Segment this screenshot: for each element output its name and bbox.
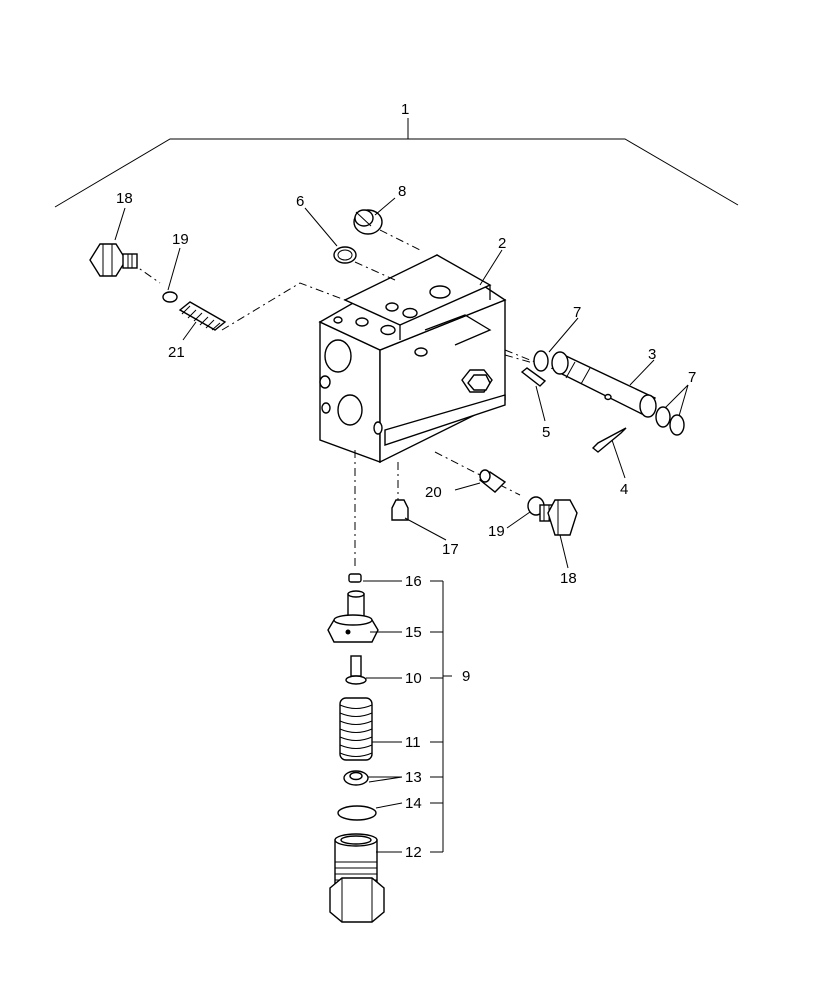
- callout-4: 4: [620, 481, 628, 498]
- o-ring-7-right-a: [655, 406, 671, 428]
- o-ring-7-right-b: [669, 414, 685, 436]
- housing-12: [329, 833, 385, 923]
- callout-1: 1: [401, 101, 409, 118]
- o-ring-14: [337, 805, 377, 821]
- callout-19a: 19: [172, 231, 189, 248]
- callout-18a: 18: [116, 190, 133, 207]
- callout-labels: 1 2 3 4 5 6 7 7 8 9 10 11 12 13 14 15 16…: [116, 101, 696, 861]
- hex-plug-upper: [89, 243, 138, 277]
- plug-8: [353, 209, 383, 235]
- hex-plug-lower: [539, 499, 578, 536]
- plug-17: [391, 499, 409, 521]
- poppet-10: [345, 655, 367, 685]
- callout-10: 10: [405, 670, 422, 687]
- roll-pin-4: [591, 427, 627, 453]
- callout-12: 12: [405, 844, 422, 861]
- callout-19b: 19: [488, 523, 505, 540]
- callout-18b: 18: [560, 570, 577, 587]
- callout-16: 16: [405, 573, 422, 590]
- washers-13: [343, 770, 369, 786]
- seat-15: [327, 590, 379, 643]
- o-ring-7-left: [533, 350, 549, 372]
- assembly-bracket: [54, 118, 739, 208]
- spool-3: [551, 351, 657, 418]
- o-ring-upper: [162, 291, 178, 303]
- clip-ring: [333, 246, 357, 264]
- spring-11: [339, 697, 373, 761]
- callout-7b: 7: [688, 369, 696, 386]
- valve-body: [318, 254, 507, 464]
- callout-15: 15: [405, 624, 422, 641]
- callout-8: 8: [398, 183, 406, 200]
- callout-7a: 7: [573, 304, 581, 321]
- ball-16: [348, 573, 362, 583]
- callout-20: 20: [425, 484, 442, 501]
- leader-lines: [114, 197, 689, 853]
- callout-11: 11: [405, 734, 421, 751]
- callout-9: 9: [462, 668, 470, 685]
- callout-3: 3: [648, 346, 656, 363]
- pin-5: [520, 367, 547, 387]
- callout-17: 17: [442, 541, 459, 558]
- callout-13: 13: [405, 769, 422, 786]
- spring-21: [178, 301, 227, 331]
- callout-6: 6: [296, 193, 304, 210]
- callout-2: 2: [498, 235, 506, 252]
- callout-21: 21: [168, 344, 185, 361]
- fitting-20: [478, 469, 507, 493]
- callout-14: 14: [405, 795, 422, 812]
- callout-5: 5: [542, 424, 550, 441]
